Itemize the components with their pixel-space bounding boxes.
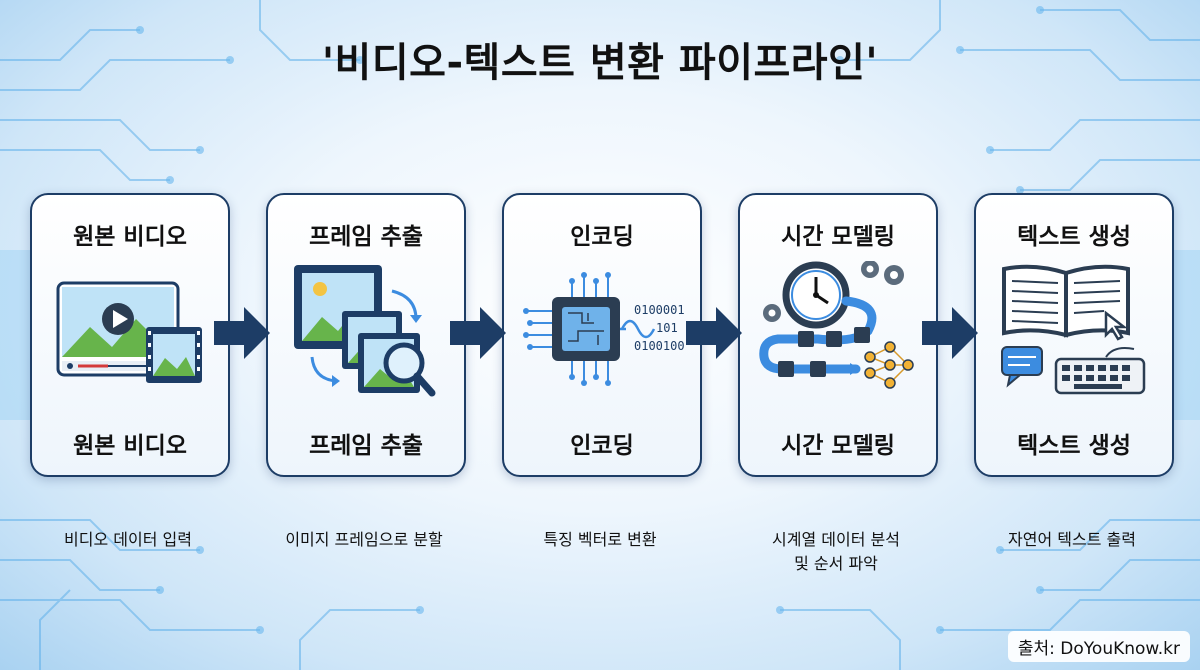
step-description: 비디오 데이터 입력 [64, 530, 192, 549]
step-card-frame-extraction: 프레임 추출 프레임 추출 [266, 193, 466, 477]
arrow-right-icon [922, 307, 978, 359]
step-title: 원본 비디오 [73, 224, 187, 250]
step-label: 인코딩 [570, 433, 634, 459]
bit-row: 0100001 [634, 303, 685, 317]
temporal-model-icon [759, 261, 914, 389]
step-title: 프레임 추출 [309, 224, 423, 250]
step-label: 시간 모델링 [781, 433, 895, 459]
binary-bits: 0100001 101 0100100 [634, 301, 685, 355]
video-player-icon [56, 281, 202, 383]
step-description-line: 시계열 데이터 분석 [772, 530, 900, 549]
step-title: 시간 모델링 [781, 224, 895, 250]
processor-chip-icon [523, 272, 656, 386]
bit-row: 101 [656, 321, 678, 335]
step-title: 인코딩 [570, 224, 634, 250]
step-title: 텍스트 생성 [1017, 224, 1131, 250]
arrow-right-icon [686, 307, 742, 359]
step-description: 시계열 데이터 분석 및 순서 파악 [726, 528, 946, 576]
step-card-temporal-modeling: 시간 모델링 시간 모델링 [738, 193, 938, 477]
step-description-line: 및 순서 파악 [794, 554, 878, 573]
step-card-text-generation: 텍스트 생성 텍스트 생성 [974, 193, 1174, 477]
step-label: 원본 비디오 [73, 433, 187, 459]
page-title: '비디오-텍스트 변환 파이프라인' [321, 40, 879, 86]
step-label: 프레임 추출 [309, 433, 423, 459]
step-label: 텍스트 생성 [1017, 433, 1131, 459]
step-card-encoding: 인코딩 0100001 101 0100100 인코딩 [502, 193, 702, 477]
source-credit: 출처: DoYouKnow.kr [1007, 631, 1190, 662]
frame-extraction-icon [294, 265, 436, 397]
bit-row: 0100100 [634, 339, 685, 353]
text-generation-icon [1001, 264, 1146, 395]
arrow-right-icon [450, 307, 506, 359]
step-card-source-video: 원본 비디오 원본 비디오 [30, 193, 230, 477]
step-description: 자연어 텍스트 출력 [1008, 530, 1136, 549]
step-description: 특징 벡터로 변환 [543, 530, 657, 549]
step-description: 이미지 프레임으로 분할 [285, 530, 443, 549]
arrow-right-icon [214, 307, 270, 359]
